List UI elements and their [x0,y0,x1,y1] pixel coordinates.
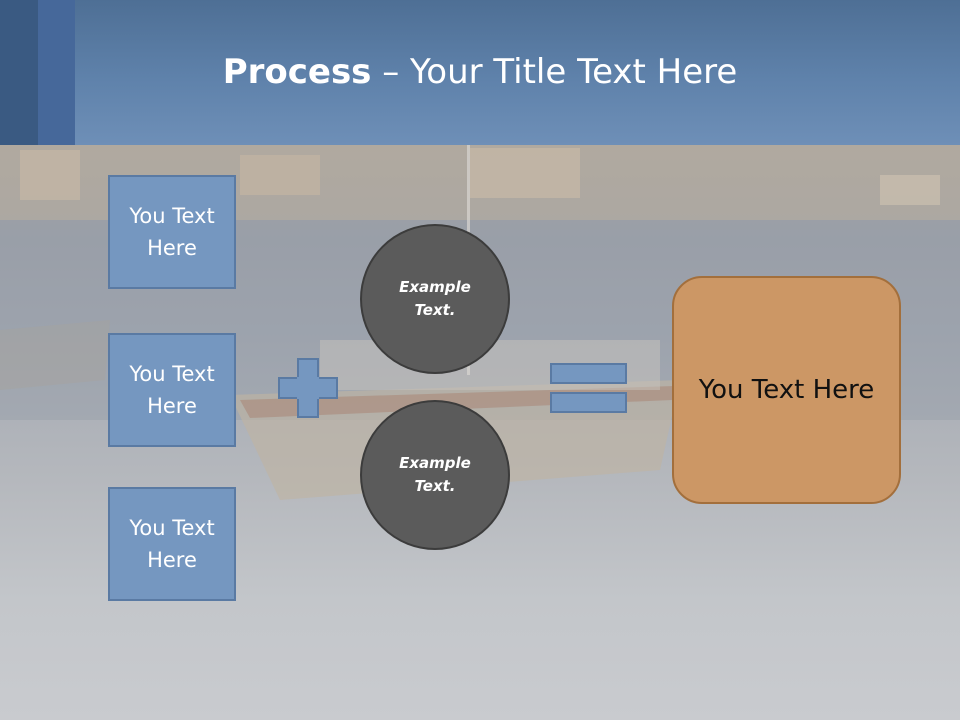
header-accent-dark [0,0,38,145]
left-text-box-1[interactable]: You Text Here [108,175,236,289]
example-circle-1-label: Example Text. [399,278,471,319]
equals-icon-bottom-bar [550,392,627,413]
title-bar: Process – Your Title Text Here [0,0,960,145]
result-text-box-label: You Text Here [698,375,875,405]
slide-title[interactable]: Process – Your Title Text Here [0,52,960,92]
left-text-box-2-label: You Text Here [129,362,215,418]
left-text-box-3[interactable]: You Text Here [108,487,236,601]
example-circle-1[interactable]: Example Text. [360,224,510,374]
header-accent-mid [38,0,75,145]
example-circle-2-label: Example Text. [399,454,471,495]
plus-icon-horizontal [278,377,338,399]
equals-icon-top-bar [550,363,627,384]
title-bold-text: Process [222,52,372,92]
title-rest-text: – Your Title Text Here [371,52,738,92]
left-text-box-2[interactable]: You Text Here [108,333,236,447]
result-text-box[interactable]: You Text Here [672,276,901,504]
left-text-box-1-label: You Text Here [129,204,215,260]
left-text-box-3-label: You Text Here [129,516,215,572]
example-circle-2[interactable]: Example Text. [360,400,510,550]
